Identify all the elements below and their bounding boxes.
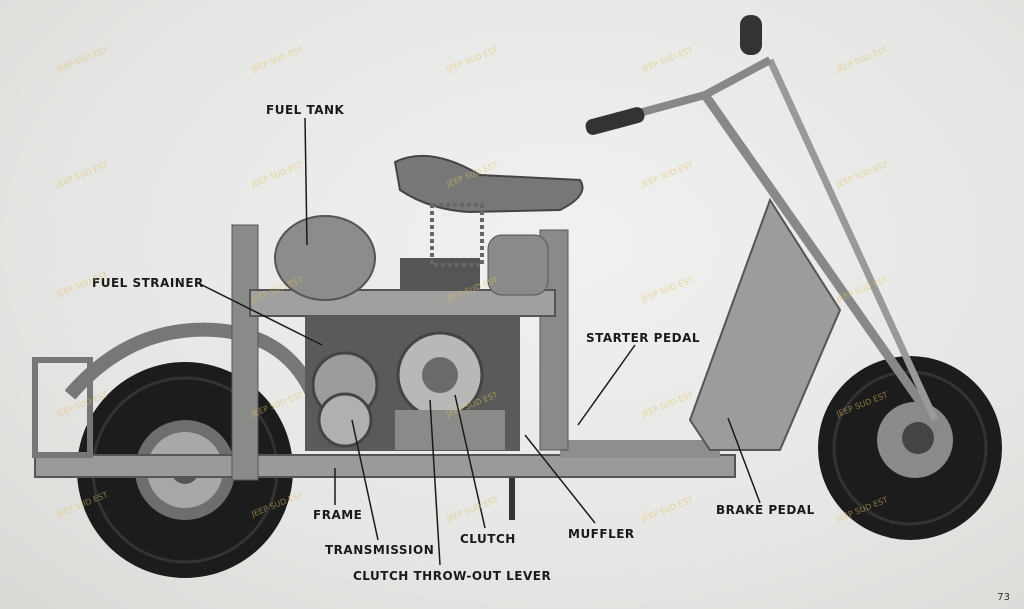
label-fuel-strainer: FUEL STRAINER xyxy=(92,276,204,290)
label-clutch: CLUTCH xyxy=(460,532,516,546)
muffler-housing xyxy=(487,234,549,296)
engine xyxy=(305,258,520,451)
label-frame: FRAME xyxy=(313,508,363,522)
fuel-tank xyxy=(274,215,376,301)
seat xyxy=(393,154,584,267)
page-number: 73 xyxy=(997,592,1010,603)
frame xyxy=(32,224,736,481)
steering-column xyxy=(585,15,944,451)
label-starter-pedal: STARTER PEDAL xyxy=(586,331,701,345)
rear-fender xyxy=(64,322,322,403)
leader-lines xyxy=(197,117,761,566)
label-brake-pedal: BRAKE PEDAL xyxy=(716,503,815,517)
label-fuel-tank: FUEL TANK xyxy=(266,103,345,117)
label-clutch-throw-out-lever: CLUTCH THROW-OUT LEVER xyxy=(353,569,552,583)
label-transmission: TRANSMISSION xyxy=(325,543,435,557)
label-muffler: MUFFLER xyxy=(568,527,635,541)
